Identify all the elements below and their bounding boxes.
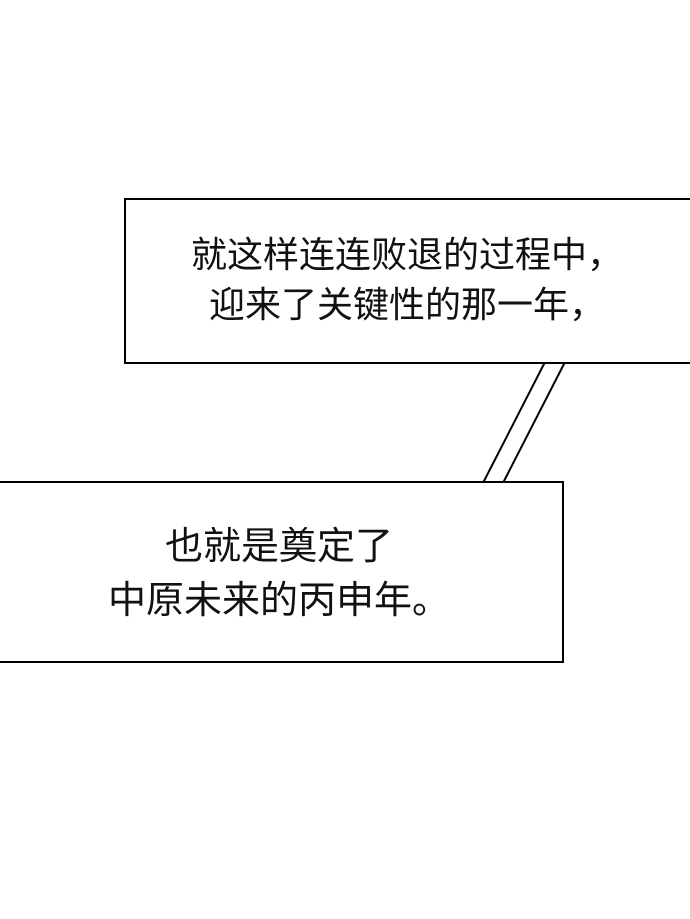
narration-box-top: 就这样连连败退的过程中， 迎来了关键性的那一年， (124, 198, 690, 364)
narration-bottom-line-2: 中原未来的丙申年。 (107, 578, 450, 622)
narration-bottom-line-1: 也就是奠定了 (164, 524, 393, 568)
narration-top-line-1: 就这样连连败退的过程中， (190, 235, 623, 276)
narration-top-line-2: 迎来了关键性的那一年， (208, 285, 605, 326)
narration-box-bottom: 也就是奠定了 中原未来的丙申年。 (0, 481, 564, 663)
